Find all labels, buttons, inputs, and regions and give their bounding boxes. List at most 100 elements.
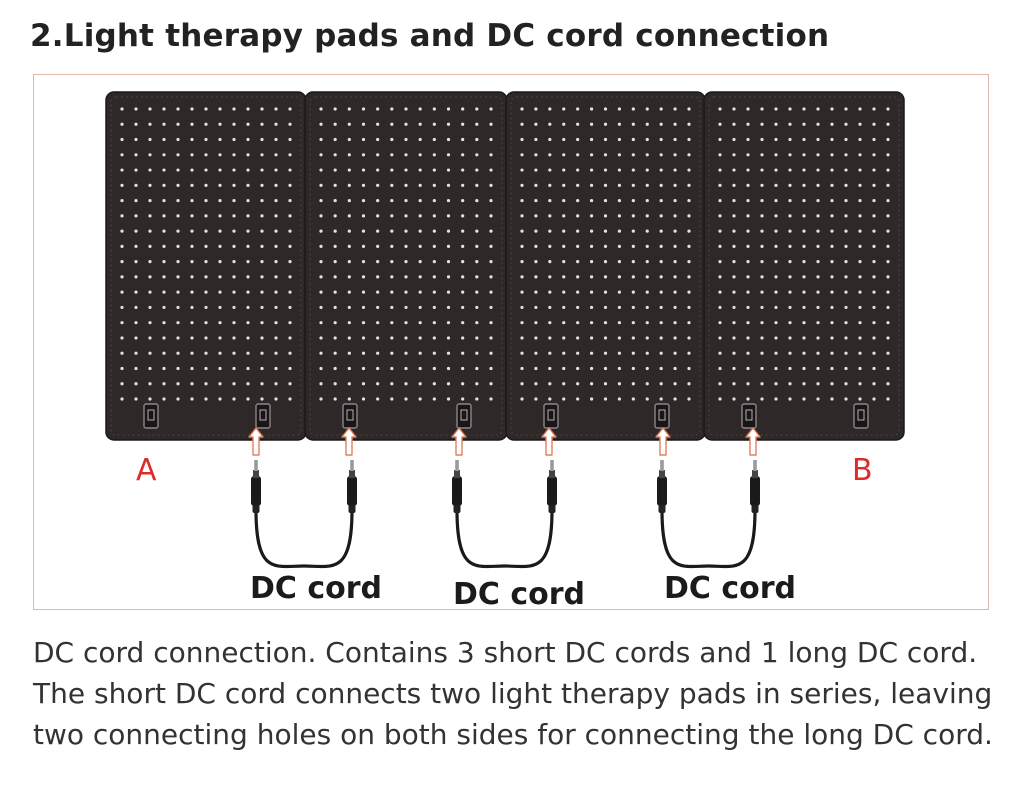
dc-socket-pin xyxy=(460,409,468,421)
led-dot xyxy=(218,153,222,157)
led-dot xyxy=(520,122,524,126)
led-dot xyxy=(858,122,862,126)
led-dot xyxy=(418,305,422,310)
led-dot xyxy=(176,122,180,126)
connection-arrow-icon xyxy=(541,427,557,456)
led-dot xyxy=(176,183,180,187)
led-dot xyxy=(446,122,451,126)
led-dot xyxy=(376,244,380,248)
led-dot xyxy=(274,137,278,142)
led-dot xyxy=(788,382,792,386)
led-dot xyxy=(176,336,180,340)
led-dot xyxy=(461,366,465,371)
led-dot xyxy=(603,244,608,248)
led-dot xyxy=(446,336,451,340)
led-dot xyxy=(886,198,890,203)
led-dot xyxy=(489,168,493,172)
led-dot xyxy=(603,336,608,340)
led-dot xyxy=(858,275,862,279)
led-dot xyxy=(774,198,778,203)
led-dot xyxy=(673,321,677,325)
led-dot xyxy=(376,107,380,111)
led-dot xyxy=(190,137,194,142)
led-dot xyxy=(816,275,820,279)
led-dot xyxy=(802,168,806,172)
led-dot xyxy=(134,153,138,157)
led-dot xyxy=(718,336,722,340)
led-dot xyxy=(830,366,834,371)
led-dot xyxy=(718,183,722,187)
led-dot xyxy=(148,305,152,310)
led-dot xyxy=(190,336,194,340)
led-dot xyxy=(548,168,552,172)
led-dot xyxy=(204,366,208,371)
led-dot xyxy=(886,305,890,310)
led-dot xyxy=(659,366,663,371)
led-dot xyxy=(176,397,180,401)
led-dot xyxy=(844,275,848,279)
led-dot xyxy=(347,198,351,203)
led-dot xyxy=(274,107,278,111)
led-dot xyxy=(390,137,394,142)
dc-socket-right xyxy=(456,403,472,429)
led-dot xyxy=(562,122,566,126)
led-dot xyxy=(390,168,394,172)
led-dot xyxy=(319,397,323,401)
led-dot xyxy=(162,198,166,203)
led-dot xyxy=(788,229,792,233)
led-dot xyxy=(589,382,594,386)
led-dot xyxy=(246,382,250,386)
led-dot xyxy=(134,137,138,142)
led-dot xyxy=(288,305,292,310)
led-dot xyxy=(673,275,677,279)
led-dot xyxy=(589,366,594,371)
led-dot xyxy=(774,153,778,157)
led-dot xyxy=(475,382,479,386)
led-dot xyxy=(617,366,622,371)
led-dot xyxy=(274,153,278,157)
led-dot xyxy=(218,366,222,371)
led-dot xyxy=(361,229,366,233)
led-dot xyxy=(589,260,594,264)
led-dot xyxy=(134,244,138,248)
led-dot xyxy=(461,229,465,233)
led-dot xyxy=(120,168,124,172)
led-dot xyxy=(246,290,250,294)
led-dot xyxy=(390,153,394,157)
led-dot xyxy=(816,137,820,142)
led-dot xyxy=(246,122,250,126)
led-dot xyxy=(760,137,764,142)
dc-plug-strain-relief xyxy=(658,505,666,513)
led-dot xyxy=(816,122,820,126)
led-dot xyxy=(687,122,691,126)
led-dot xyxy=(418,244,422,248)
led-dot xyxy=(774,382,778,386)
led-dot xyxy=(361,244,366,248)
led-dot xyxy=(844,107,848,111)
led-dot xyxy=(361,382,366,386)
led-dot xyxy=(687,168,691,172)
led-dot xyxy=(347,244,351,248)
led-dot xyxy=(534,260,538,264)
led-dot xyxy=(432,351,436,355)
therapy-pad xyxy=(505,91,706,441)
led-dot xyxy=(376,290,380,294)
led-dot xyxy=(246,244,250,248)
led-dot xyxy=(218,107,222,111)
led-dot xyxy=(404,107,408,111)
led-dot xyxy=(872,229,876,233)
led-dot xyxy=(802,275,806,279)
led-dot xyxy=(872,214,876,218)
led-dot xyxy=(830,321,834,325)
led-dot xyxy=(446,198,451,203)
led-dot xyxy=(548,305,552,310)
led-dot xyxy=(645,382,649,386)
led-dot xyxy=(246,336,250,340)
led-dot xyxy=(134,122,138,126)
led-dot xyxy=(190,305,194,310)
led-dot xyxy=(760,351,764,355)
led-dot xyxy=(830,198,834,203)
led-dot xyxy=(162,214,166,218)
led-dot xyxy=(673,290,677,294)
led-dot xyxy=(844,366,848,371)
